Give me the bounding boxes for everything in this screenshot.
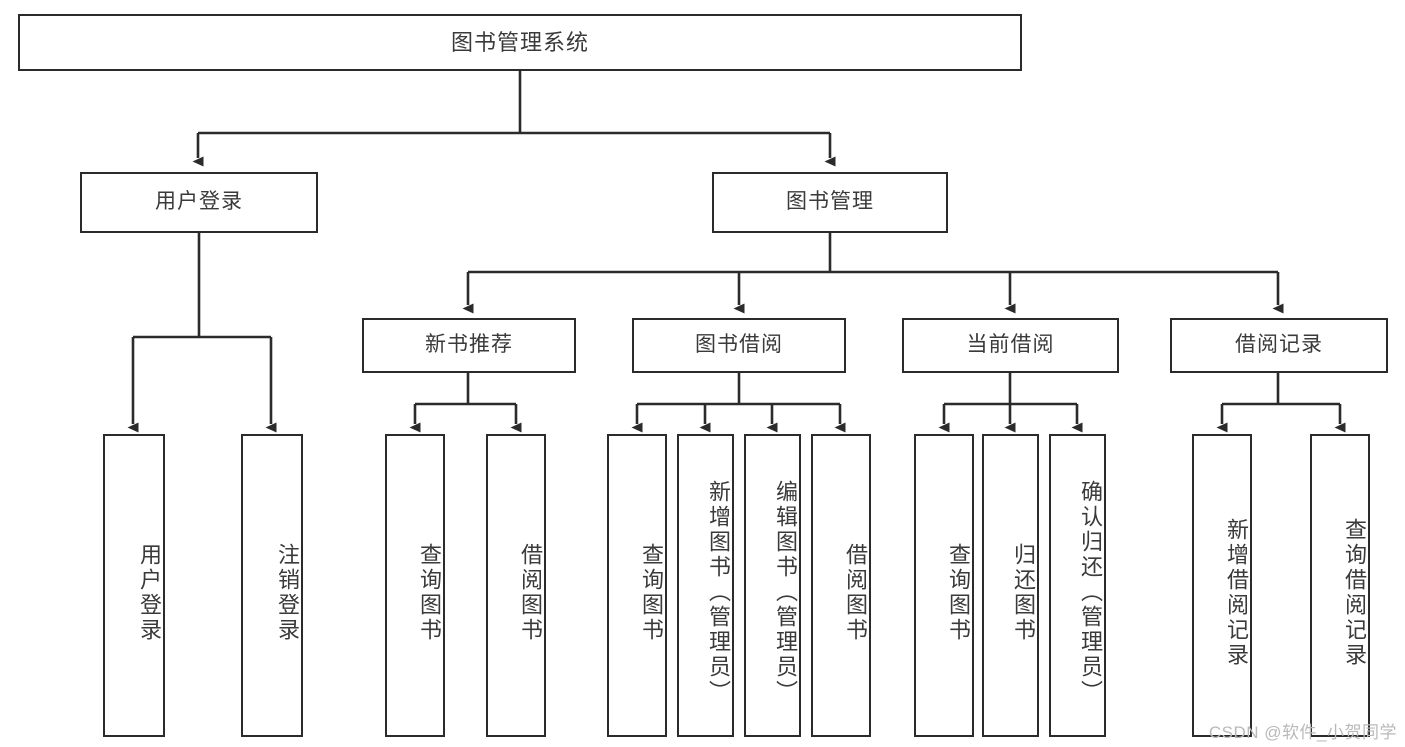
node-book-borrow[interactable]: 图书借阅 xyxy=(632,318,846,373)
node-leaf-add-book-label: 新增图书（管理员） xyxy=(706,480,731,705)
node-leaf-query-book-1-label: 查询图书 xyxy=(417,542,442,643)
node-user-login[interactable]: 用户登录 xyxy=(80,172,318,233)
node-book-manage[interactable]: 图书管理 xyxy=(712,172,948,233)
node-borrow-record[interactable]: 借阅记录 xyxy=(1170,318,1388,373)
node-root[interactable]: 图书管理系统 xyxy=(18,14,1022,71)
node-leaf-confirm-return-label: 确认归还（管理员） xyxy=(1078,480,1103,705)
node-leaf-query-book-3-label: 查询图书 xyxy=(946,542,971,643)
node-leaf-return-book-label: 归还图书 xyxy=(1011,542,1036,643)
node-leaf-edit-book-label: 编辑图书（管理员） xyxy=(773,480,798,705)
node-root-label: 图书管理系统 xyxy=(450,29,589,55)
node-leaf-query-book-1[interactable]: 查询图书 xyxy=(385,434,445,737)
node-leaf-borrow-book-1[interactable]: 借阅图书 xyxy=(486,434,546,737)
node-leaf-edit-book[interactable]: 编辑图书（管理员） xyxy=(744,434,801,737)
node-leaf-user-login[interactable]: 用户登录 xyxy=(103,434,165,737)
node-leaf-query-book-3[interactable]: 查询图书 xyxy=(914,434,974,737)
node-leaf-query-record[interactable]: 查询借阅记录 xyxy=(1310,434,1370,737)
node-leaf-logout-label: 注销登录 xyxy=(275,542,300,643)
node-current-borrow[interactable]: 当前借阅 xyxy=(902,318,1119,373)
node-borrow-record-label: 借阅记录 xyxy=(1235,333,1323,357)
node-leaf-add-book[interactable]: 新增图书（管理员） xyxy=(677,434,734,737)
node-user-login-label: 用户登录 xyxy=(155,190,243,214)
node-leaf-query-record-label: 查询借阅记录 xyxy=(1342,517,1367,668)
node-leaf-query-book-2-label: 查询图书 xyxy=(639,542,664,643)
node-leaf-logout[interactable]: 注销登录 xyxy=(241,434,303,737)
node-leaf-borrow-book-1-label: 借阅图书 xyxy=(518,542,543,643)
node-leaf-user-login-label: 用户登录 xyxy=(137,542,162,643)
node-leaf-confirm-return[interactable]: 确认归还（管理员） xyxy=(1049,434,1106,737)
node-leaf-return-book[interactable]: 归还图书 xyxy=(982,434,1039,737)
node-new-book-rec[interactable]: 新书推荐 xyxy=(362,318,576,373)
node-leaf-add-record[interactable]: 新增借阅记录 xyxy=(1192,434,1252,737)
node-current-borrow-label: 当前借阅 xyxy=(966,333,1055,357)
node-leaf-borrow-book-2-label: 借阅图书 xyxy=(843,542,868,643)
watermark: CSDN @软件_小贺同学 xyxy=(1208,723,1397,742)
node-leaf-add-record-label: 新增借阅记录 xyxy=(1224,517,1249,668)
node-leaf-borrow-book-2[interactable]: 借阅图书 xyxy=(811,434,871,737)
node-book-borrow-label: 图书借阅 xyxy=(695,333,783,357)
node-new-book-rec-label: 新书推荐 xyxy=(425,333,513,357)
node-book-manage-label: 图书管理 xyxy=(786,190,874,214)
node-leaf-query-book-2[interactable]: 查询图书 xyxy=(607,434,667,737)
